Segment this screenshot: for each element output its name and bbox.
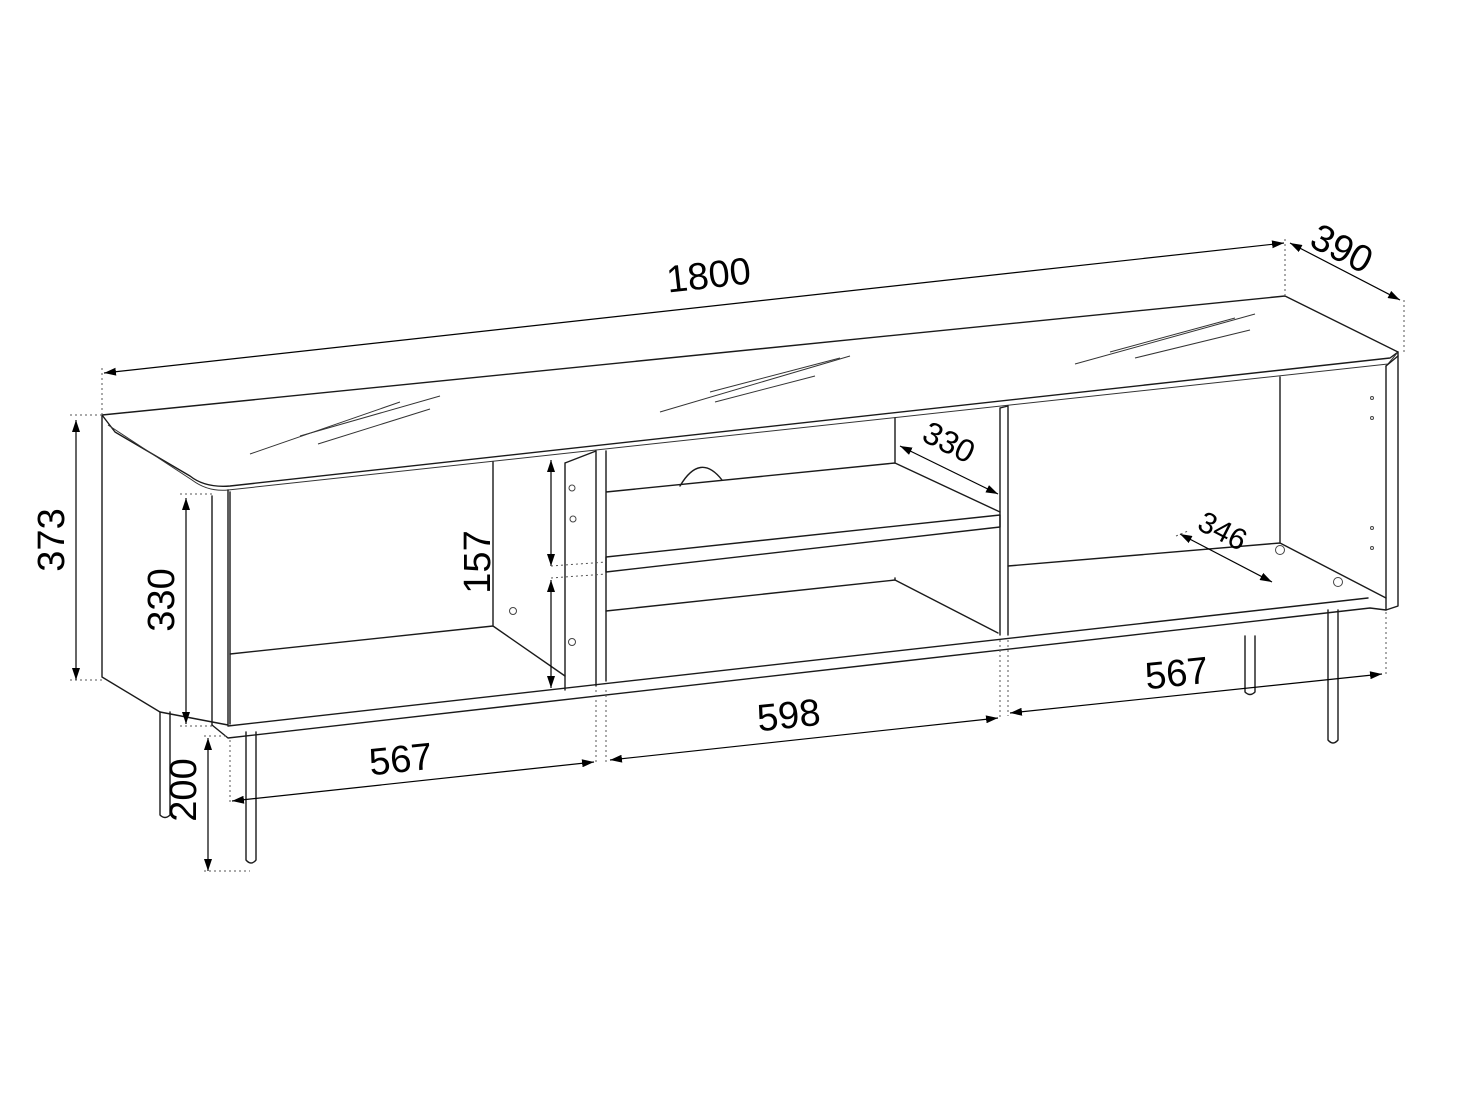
dim-middle-compartment-width: 598 bbox=[755, 692, 822, 740]
dimension-lines bbox=[70, 238, 1405, 872]
cable-hole bbox=[679, 466, 723, 487]
dim-total-width: 1800 bbox=[664, 251, 753, 302]
dim-depth: 390 bbox=[1304, 216, 1380, 282]
bottom-panel bbox=[211, 607, 1387, 739]
dim-left-compartment-width: 567 bbox=[367, 736, 434, 784]
leg-front-right-left bbox=[245, 731, 257, 864]
right-divider bbox=[999, 405, 1009, 636]
dim-body-inner-height: 330 bbox=[141, 568, 183, 631]
leg-front-right bbox=[1327, 609, 1339, 744]
top-panel bbox=[101, 295, 1399, 487]
leg-back-left bbox=[1244, 635, 1256, 696]
legs bbox=[159, 609, 1339, 864]
dim-middle-shelf-depth: 330 bbox=[917, 414, 981, 470]
left-compartment bbox=[229, 461, 566, 677]
right-side-panel bbox=[1385, 351, 1399, 611]
dim-shelf-gap: 157 bbox=[457, 530, 499, 593]
right-compartment bbox=[1007, 376, 1387, 599]
dim-right-compartment-width: 567 bbox=[1143, 650, 1210, 698]
leg-front-left bbox=[159, 711, 171, 819]
dim-total-height: 373 bbox=[31, 508, 73, 571]
dimension-labels: 1800 390 373 330 157 330 346 567 598 567… bbox=[31, 216, 1379, 821]
left-divider bbox=[564, 450, 597, 691]
top-panel-front-edge bbox=[107, 363, 1389, 491]
dim-leg-height: 200 bbox=[163, 758, 205, 821]
middle-shelf bbox=[605, 514, 1001, 573]
